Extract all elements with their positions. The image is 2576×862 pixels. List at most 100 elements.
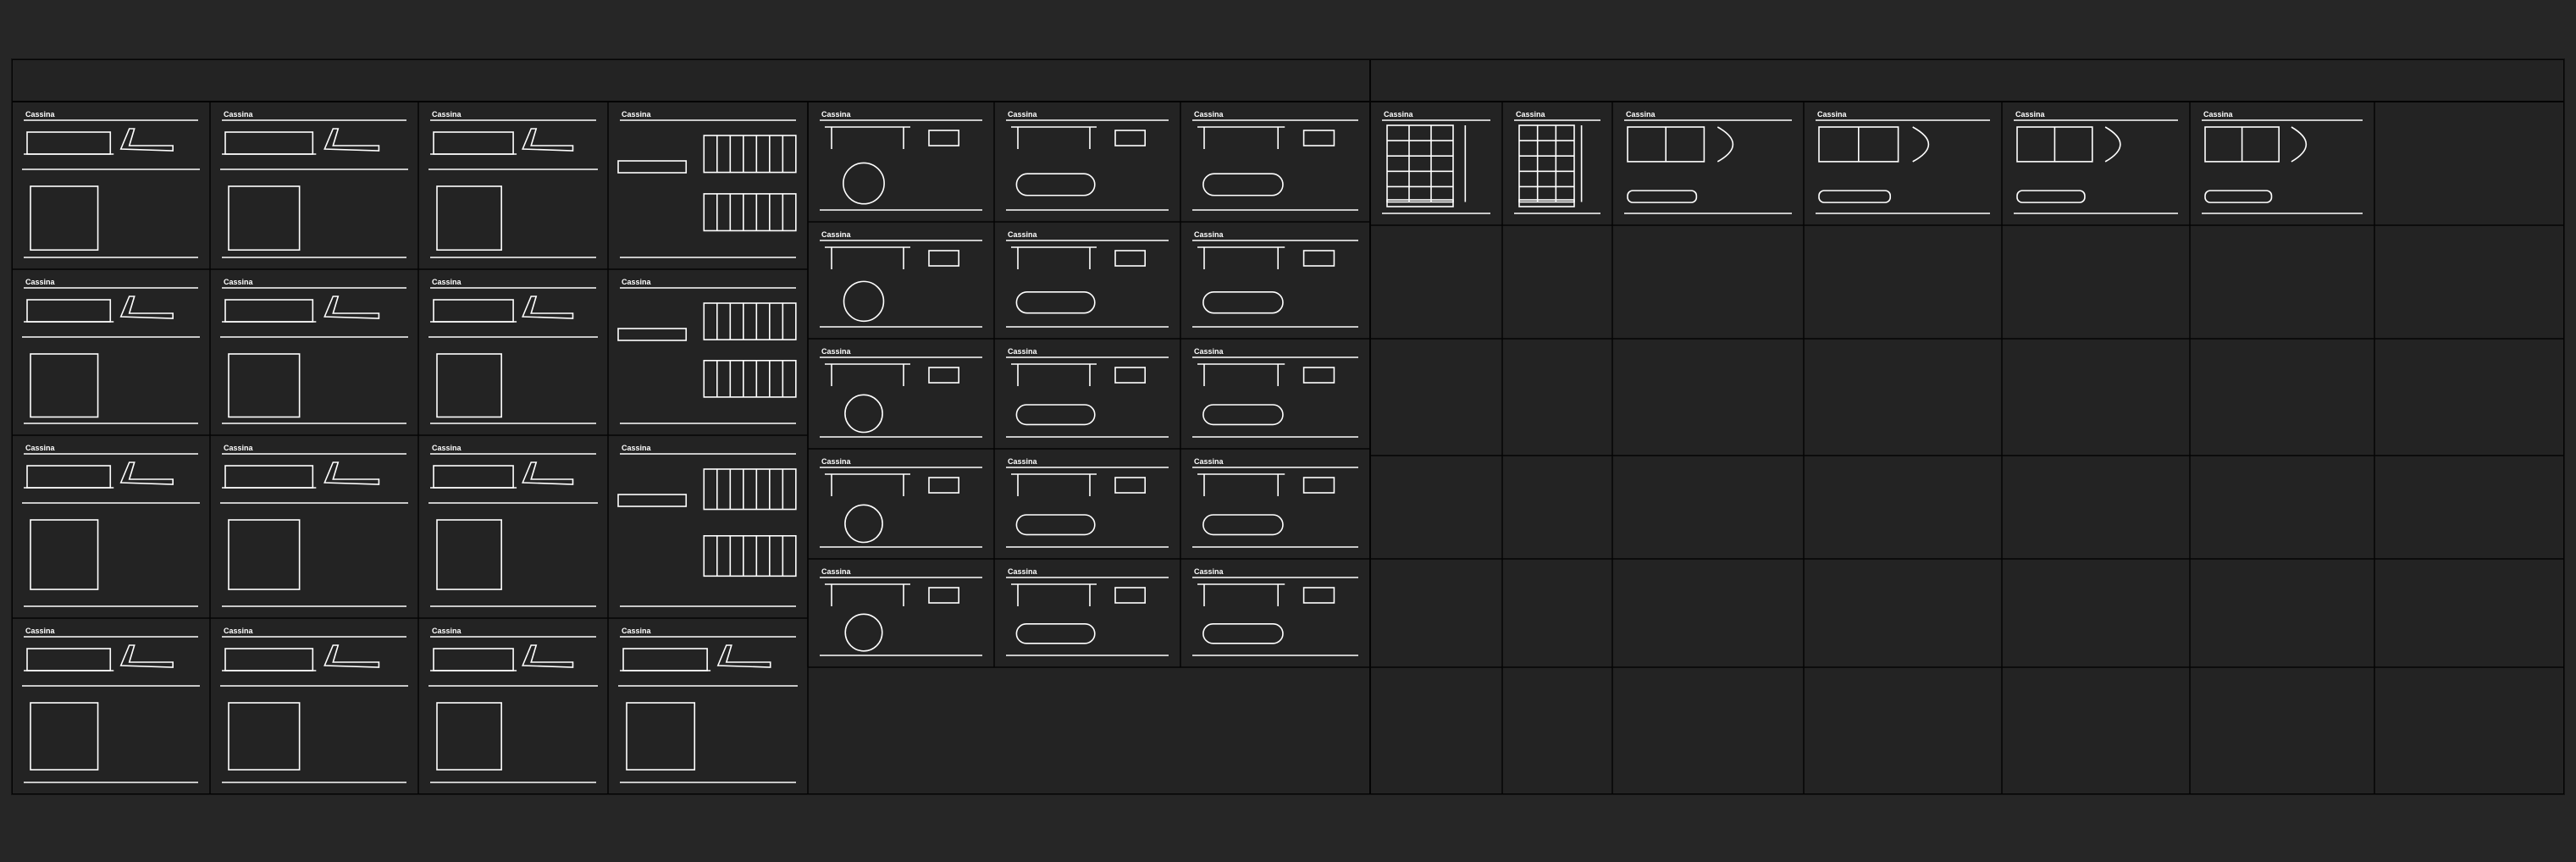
sheet-brand-label: Cassina — [25, 110, 56, 119]
cabinet-curved-side — [1716, 126, 1733, 163]
bed-sheet-1: Cassina — [617, 110, 797, 258]
sofa-side-view — [522, 296, 574, 319]
sofa-front-view — [433, 465, 514, 489]
table-side-view — [928, 367, 960, 384]
sofa-plan-view — [228, 702, 301, 771]
sofa-sheet-5: Cassina — [220, 278, 408, 424]
sheet-brand-label: Cassina — [224, 278, 254, 286]
cabinet-sheet-2: Cassina — [1816, 110, 1990, 214]
table-side-view — [928, 587, 960, 604]
sofa-plan-view — [228, 185, 301, 251]
sofa-plan-view — [436, 702, 502, 771]
sheet-brand-label: Cassina — [1194, 457, 1224, 466]
cabinet-plan-view — [2204, 190, 2273, 203]
oval-tabletop-plan — [1015, 290, 1096, 314]
cabinet-curved-side — [1912, 126, 1929, 163]
sheet-brand-label: Cassina — [25, 627, 56, 635]
daybed-sheet-2: Cassina — [428, 627, 598, 783]
table-sheet-2: Cassina — [1006, 110, 1169, 211]
sofa-plan-view — [30, 702, 99, 771]
sofa-side-view — [119, 296, 174, 319]
sheet-brand-label: Cassina — [1008, 110, 1038, 119]
sofa-front-view — [26, 648, 112, 671]
sheet-brand-label: Cassina — [2203, 110, 2234, 119]
cabinet-curved-side — [2104, 126, 2121, 163]
cabinet-plan-view — [2016, 190, 2086, 203]
bench-sheet-1: Cassina — [618, 627, 798, 783]
table-sheet-1: Cassina — [820, 110, 982, 211]
oval-tabletop-plan — [1202, 290, 1284, 314]
sofa-sheet-7: Cassina — [22, 627, 200, 783]
table-sheet-15: Cassina — [1192, 567, 1358, 656]
oval-tabletop-plan — [1202, 173, 1284, 196]
sofa-side-view — [323, 644, 380, 668]
oval-tabletop-plan — [1202, 622, 1284, 644]
shelf-plan-view — [1518, 199, 1575, 207]
oval-tabletop-plan — [1015, 622, 1096, 644]
table-side-view — [1302, 250, 1335, 267]
bed-headboard — [703, 302, 797, 340]
sofa-side-view — [522, 461, 574, 485]
sofa-front-view — [26, 299, 112, 323]
sofa-side-view — [323, 296, 380, 319]
sofa-plan-view — [626, 702, 696, 771]
shelf-sheet-1: Cassina — [1382, 110, 1490, 214]
table-side-view — [1302, 587, 1335, 604]
table-side-view — [928, 130, 960, 146]
table-side-view — [1114, 367, 1147, 384]
cabinet-sheet-1: Cassina — [1624, 110, 1792, 214]
sofa-sheet-3: Cassina — [428, 110, 598, 258]
oval-tabletop-plan — [1202, 404, 1284, 426]
sheet-brand-label: Cassina — [1008, 230, 1038, 239]
sofa-front-view — [224, 299, 314, 323]
sofa-sheet-6: Cassina — [428, 278, 598, 424]
sheet-brand-label: Cassina — [1516, 110, 1546, 119]
sectional-sheet-1: Cassina — [22, 444, 200, 607]
bed-sheet-3: Cassina — [617, 444, 797, 607]
sheet-brand-label: Cassina — [1008, 457, 1038, 466]
sofa-plan-view — [30, 185, 99, 251]
bed-side-view — [617, 494, 688, 507]
sectional-sheet-2: Cassina — [220, 444, 408, 607]
sheet-brand-label: Cassina — [432, 278, 462, 286]
sheet-brand-label: Cassina — [821, 567, 852, 576]
sofa-front-view — [26, 465, 112, 489]
table-side-view — [1114, 250, 1147, 267]
storage-sheet-1: Cassina — [2202, 110, 2363, 214]
table-side-view — [928, 477, 960, 494]
table-sheet-7: Cassina — [820, 347, 982, 438]
round-tabletop-plan — [844, 504, 883, 544]
sheet-brand-label: Cassina — [1194, 230, 1224, 239]
sofa-side-view — [522, 644, 574, 668]
sheet-brand-label: Cassina — [1626, 110, 1656, 119]
oval-tabletop-plan — [1202, 514, 1284, 536]
round-tabletop-plan — [843, 280, 885, 323]
table-side-view — [1302, 477, 1335, 494]
sofa-side-view — [119, 461, 174, 485]
bed-side-view — [617, 160, 688, 174]
sofa-plan-view — [436, 185, 502, 251]
table-sheet-3: Cassina — [1192, 110, 1358, 211]
sheet-brand-label: Cassina — [432, 627, 462, 635]
sofa-side-view — [522, 128, 574, 152]
sheet-brand-label: Cassina — [25, 444, 56, 452]
sheet-brand-label: Cassina — [1008, 347, 1038, 356]
sofa-side-view — [323, 128, 380, 152]
table-sheet-8: Cassina — [1006, 347, 1169, 438]
sheet-brand-label: Cassina — [622, 627, 652, 635]
cabinet-plan-view — [1627, 190, 1698, 203]
sheet-brand-label: Cassina — [622, 278, 652, 286]
sheet-brand-label: Cassina — [25, 278, 56, 286]
panel-grid — [11, 101, 2565, 795]
sofa-side-view — [716, 644, 771, 668]
table-sheet-4: Cassina — [820, 230, 982, 328]
sheet-brand-label: Cassina — [1008, 567, 1038, 576]
bed-plan-view — [703, 534, 797, 577]
sheet-brand-label: Cassina — [622, 444, 652, 452]
sofa-sheet-2: Cassina — [220, 110, 408, 258]
round-tabletop-plan — [844, 394, 883, 434]
sheet-brand-label: Cassina — [432, 444, 462, 452]
